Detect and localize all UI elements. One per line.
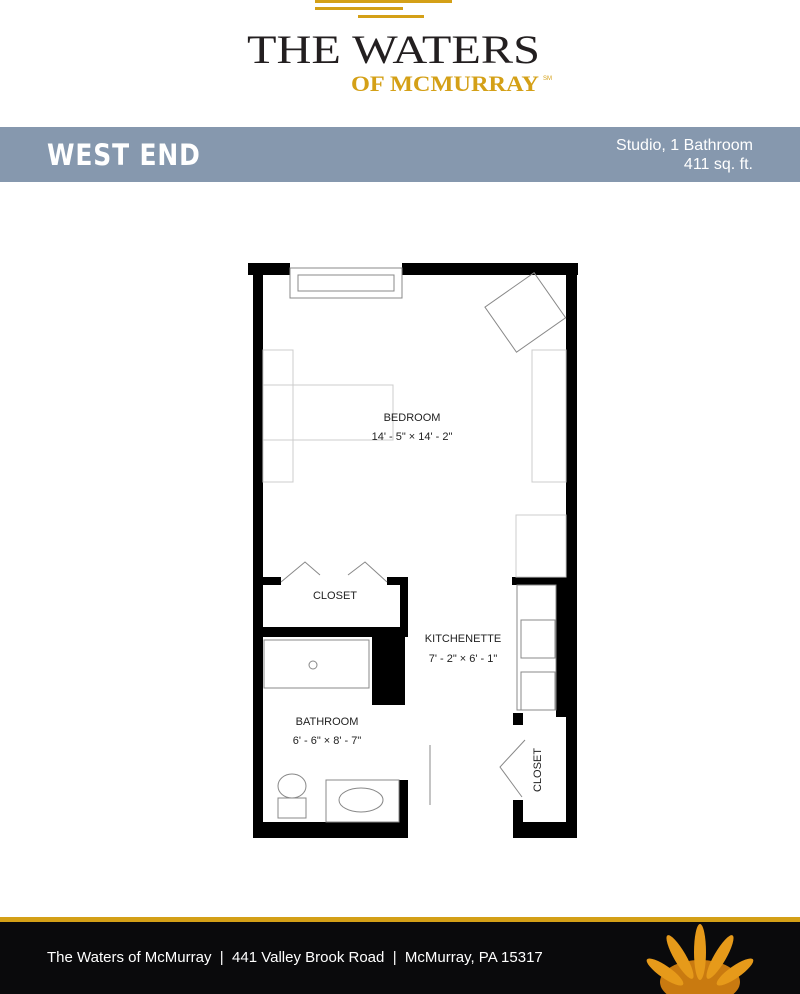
bathroom-dims: 6' - 6" × 8' - 7" bbox=[293, 735, 362, 747]
bedroom-dims: 14' - 5" × 14' - 2" bbox=[372, 431, 453, 443]
gold-divider bbox=[0, 917, 800, 922]
kitchenette-label: KITCHENETTE bbox=[425, 633, 501, 645]
unit-name: WEST END bbox=[47, 138, 201, 172]
floor-plan: BEDROOM 14' - 5" × 14' - 2" CLOSET KITCH… bbox=[248, 263, 578, 838]
walls bbox=[248, 263, 578, 838]
flower-image bbox=[646, 924, 754, 994]
bedroom-label: BEDROOM bbox=[384, 412, 441, 424]
closet-label: CLOSET bbox=[313, 590, 357, 602]
footer: The Waters of McMurray | 441 Valley Broo… bbox=[0, 922, 800, 994]
logo: THE WATERS OF MCMURRAY SM bbox=[247, 0, 552, 96]
logo-subtitle: OF MCMURRAY bbox=[351, 71, 539, 96]
bathroom-label: BATHROOM bbox=[296, 716, 359, 728]
unit-area: 411 sq. ft. bbox=[683, 156, 753, 173]
unit-info: Studio, 1 Bathroom 411 sq. ft. bbox=[616, 136, 753, 174]
fixtures bbox=[262, 267, 567, 823]
logo-mark: SM bbox=[543, 76, 552, 82]
unit-type: Studio, 1 Bathroom bbox=[616, 137, 753, 154]
footer-address: The Waters of McMurray | 441 Valley Broo… bbox=[47, 949, 543, 966]
unit-banner: WEST END Studio, 1 Bathroom 411 sq. ft. bbox=[0, 127, 800, 182]
logo-title: THE WATERS bbox=[247, 27, 540, 72]
closet-label-2: CLOSET bbox=[532, 748, 544, 792]
kitchenette-dims: 7' - 2" × 6' - 1" bbox=[429, 653, 498, 665]
